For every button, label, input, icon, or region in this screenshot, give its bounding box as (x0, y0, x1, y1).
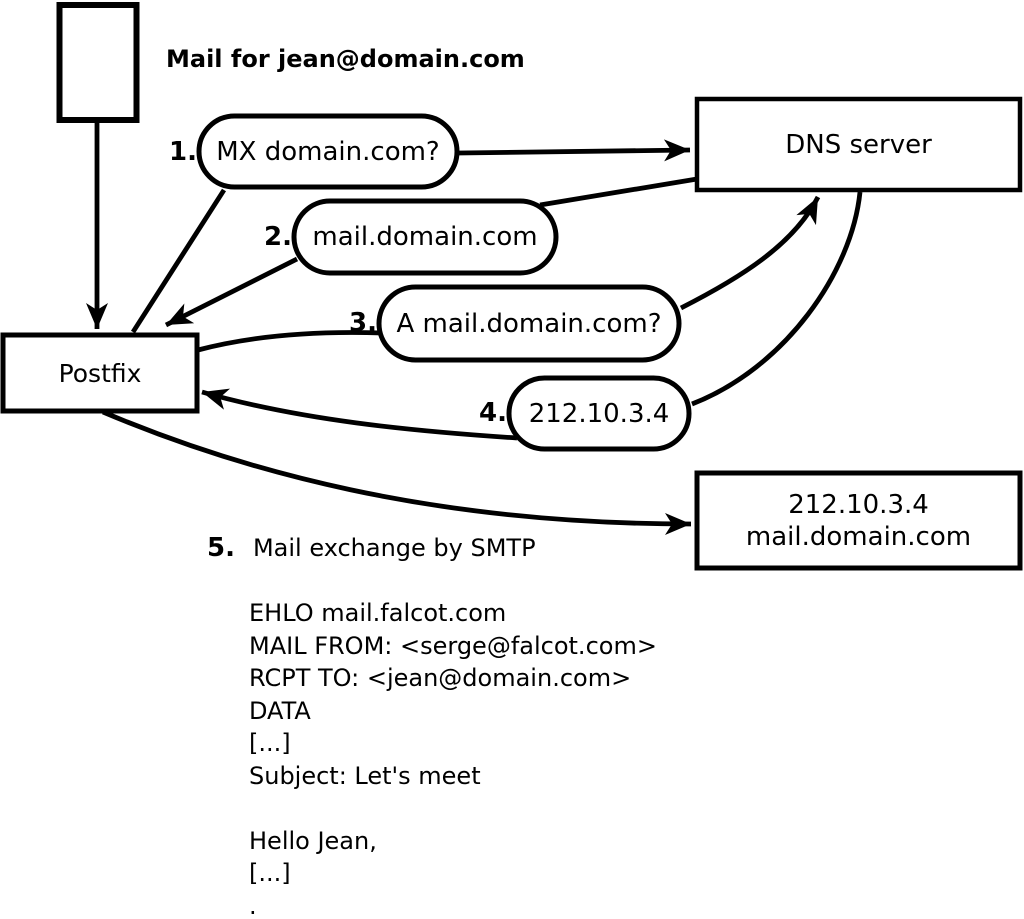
smtp-line: DATA (249, 696, 311, 725)
smtp-line: RCPT TO: <jean@domain.com> (249, 664, 632, 692)
step1-number: 1. (169, 137, 197, 167)
arrow-query1-to-dns (458, 139, 691, 162)
mailserver-ip: 212.10.3.4 (788, 489, 929, 520)
postfix-box (0, 332, 200, 414)
step2-number: 2. (264, 222, 292, 252)
connector-dns-to-reply2 (539, 176, 698, 208)
arrow-query3-to-dns (679, 195, 821, 311)
dns-server-label: DNS server (785, 129, 932, 160)
connector-postfix-to-query3 (197, 330, 383, 353)
connector-postfix-to-query1 (130, 188, 227, 334)
smtp-line: MAIL FROM: <serge@falcot.com> (249, 631, 657, 660)
connector-dns-to-reply4 (691, 191, 863, 407)
reply2-pill (291, 198, 559, 276)
mailserver-box (694, 470, 1023, 571)
diagram-title: Mail for jean@domain.com (166, 45, 525, 73)
arrow-postfix-to-mailserver (102, 409, 692, 535)
mailserver-host: mail.domain.com (745, 521, 972, 552)
smtp-session-transcript: EHLO mail.falcot.com MAIL FROM: <serge@f… (249, 597, 657, 919)
reply4-pill (506, 375, 692, 452)
step5-caption: 5. Mail exchange by SMTP (207, 533, 536, 563)
step3-number: 3. (349, 308, 377, 338)
mailserver-label: 212.10.3.4 mail.domain.com (697, 473, 1020, 568)
reply2-label: mail.domain.com (312, 222, 538, 252)
step5-number: 5. (207, 533, 235, 563)
envelope-shape (56, 2, 140, 123)
query3-label: A mail.domain.com? (396, 308, 662, 339)
step5-label: Mail exchange by SMTP (252, 534, 536, 562)
step4-number: 4. (479, 398, 507, 428)
smtp-line-terminator: . (249, 891, 257, 919)
smtp-line: [...] (249, 729, 291, 757)
reply4-label: 212.10.3.4 (528, 398, 670, 429)
arrow-reply2-to-postfix (164, 256, 299, 328)
smtp-line: [...] (249, 859, 291, 887)
smtp-line: Hello Jean, (249, 826, 377, 855)
smtp-line-blank (249, 792, 657, 825)
smtp-line: Subject: Let's meet (249, 761, 481, 790)
query1-pill (196, 113, 460, 190)
query1-label: MX domain.com? (216, 136, 440, 167)
postfix-label: Postfix (58, 358, 142, 388)
arrow-reply4-to-postfix (201, 388, 518, 441)
query3-pill (376, 284, 682, 363)
dns-server-box (694, 96, 1023, 193)
smtp-line: EHLO mail.falcot.com (249, 599, 507, 627)
